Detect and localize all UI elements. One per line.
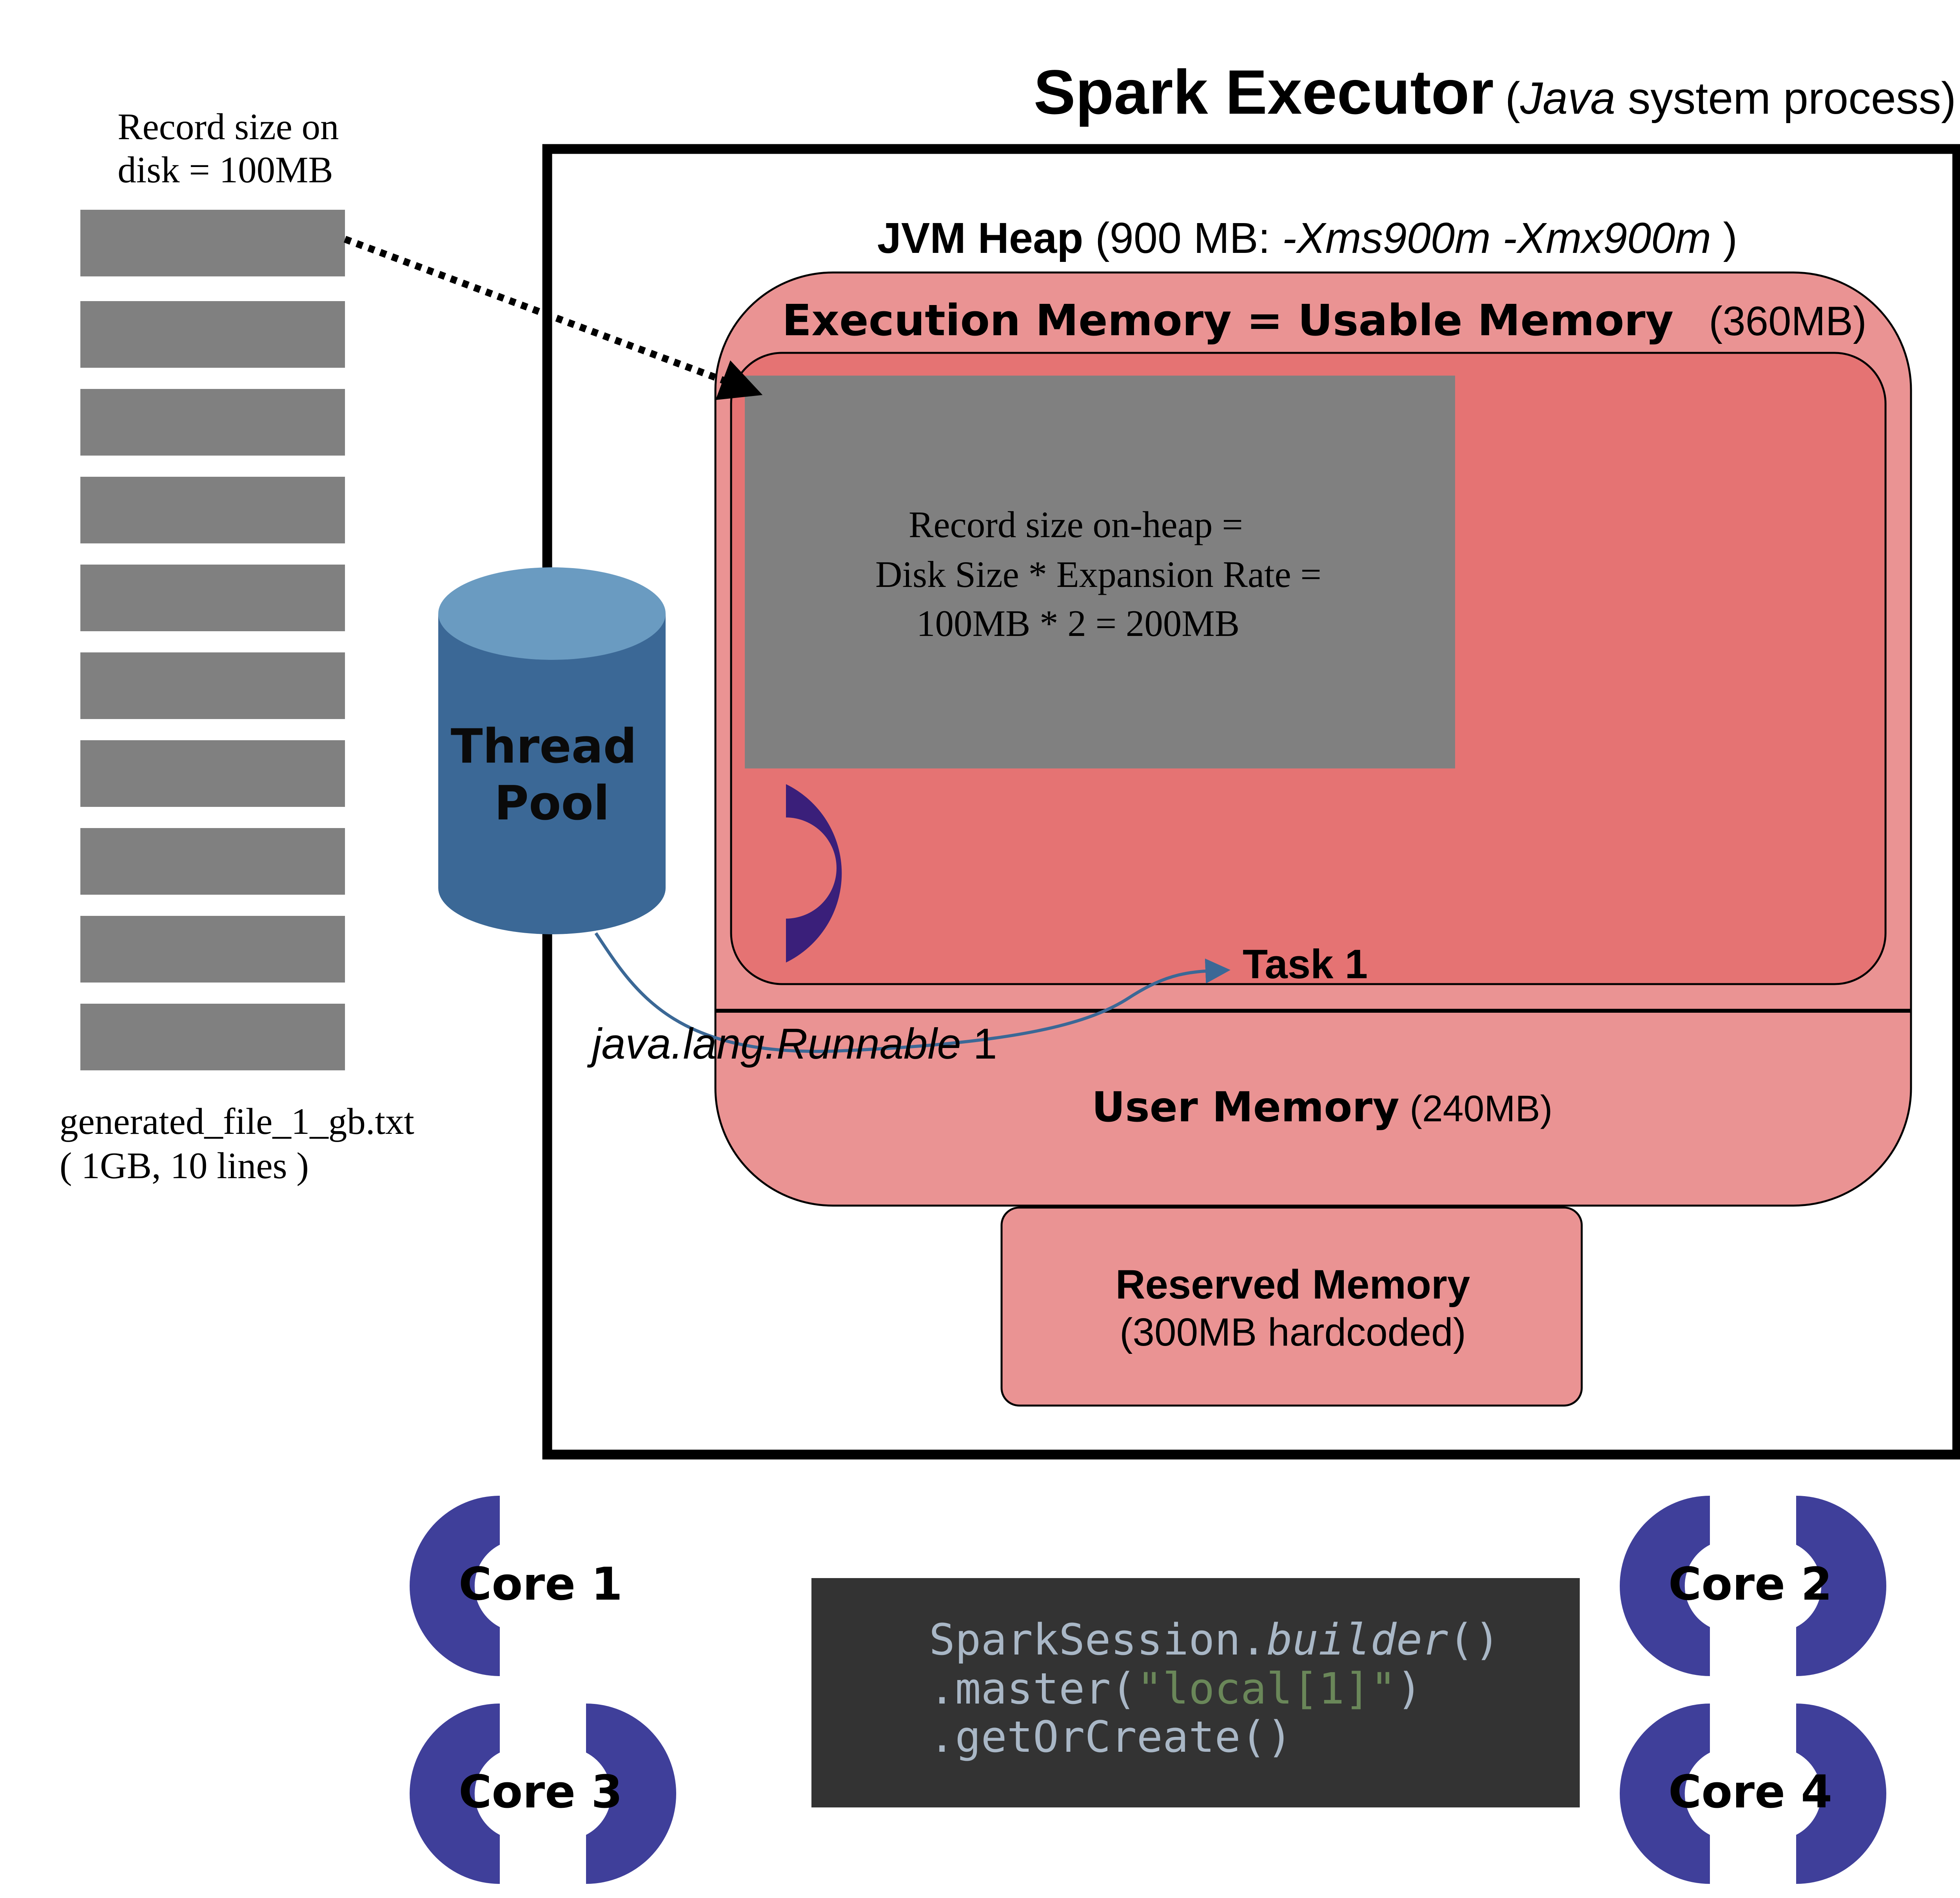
record-disk-label: Record size on disk = 100MB	[118, 106, 348, 191]
core-3-left-arc	[410, 1704, 500, 1884]
user-memory-label: User Memory (240MB)	[1092, 1083, 1552, 1131]
core-3-label: Core 3	[459, 1766, 622, 1818]
reserved-memory-label: Reserved Memory	[1116, 1262, 1470, 1308]
code-snippet-box	[811, 1578, 1580, 1807]
core-2: Core 2	[1620, 1496, 1886, 1676]
thread-pool-cylinder	[438, 567, 666, 934]
file-line-block	[80, 652, 345, 719]
file-line-block	[80, 740, 345, 807]
task-label: Task 1	[1243, 941, 1368, 987]
file-line-block	[80, 565, 345, 631]
file-lines	[80, 210, 345, 1070]
file-line-block	[80, 828, 345, 895]
file-line-block	[80, 477, 345, 543]
reserved-memory-size: (300MB hardcoded)	[1120, 1310, 1466, 1354]
code-line-2: .master("local[1]")	[929, 1664, 1422, 1714]
core-4-label: Core 4	[1668, 1766, 1832, 1818]
file-line-block	[80, 389, 345, 456]
core-1-left-arc	[410, 1496, 500, 1676]
core-4-right-arc	[1796, 1704, 1886, 1884]
executor-title: Spark Executor (Java system process)	[1034, 57, 1956, 127]
core-4: Core 4	[1620, 1704, 1886, 1884]
execution-memory-label: Execution Memory = Usable Memory(360MB)	[782, 295, 1867, 345]
core-2-right-arc	[1796, 1496, 1886, 1676]
file-line-block	[80, 210, 345, 276]
code-line-1: SparkSession.builder()	[929, 1615, 1500, 1665]
runnable-label: java.lang.Runnable 1	[587, 1020, 997, 1068]
core-2-label: Core 2	[1668, 1558, 1832, 1611]
code-line-3: .getOrCreate()	[929, 1712, 1292, 1762]
record-load-arrow	[343, 236, 763, 400]
core-4-left-arc	[1620, 1704, 1710, 1884]
file-line-block	[80, 301, 345, 368]
onheap-record-label: Record size on-heap = Disk Size * Expans…	[875, 504, 1331, 644]
task-core-arc	[786, 784, 842, 963]
file-line-block	[80, 916, 345, 983]
core-3: Core 3	[410, 1704, 676, 1884]
file-name-label: generated_file_1_gb.txt ( 1GB, 10 lines …	[60, 1101, 424, 1186]
jvm-heap-label: JVM Heap (900 MB: -Xms900m -Xmx900m )	[877, 214, 1738, 262]
onheap-record-block	[745, 376, 1455, 768]
core-1: Core 1	[410, 1496, 622, 1676]
core-3-right-arc	[586, 1704, 676, 1884]
runnable-arrow	[594, 932, 1230, 1053]
thread-pool-label: Thread Pool	[451, 719, 653, 831]
file-line-block	[80, 1004, 345, 1070]
reserved-memory-region	[1000, 1206, 1583, 1407]
core-2-left-arc	[1620, 1496, 1710, 1676]
core-1-label: Core 1	[459, 1558, 622, 1611]
